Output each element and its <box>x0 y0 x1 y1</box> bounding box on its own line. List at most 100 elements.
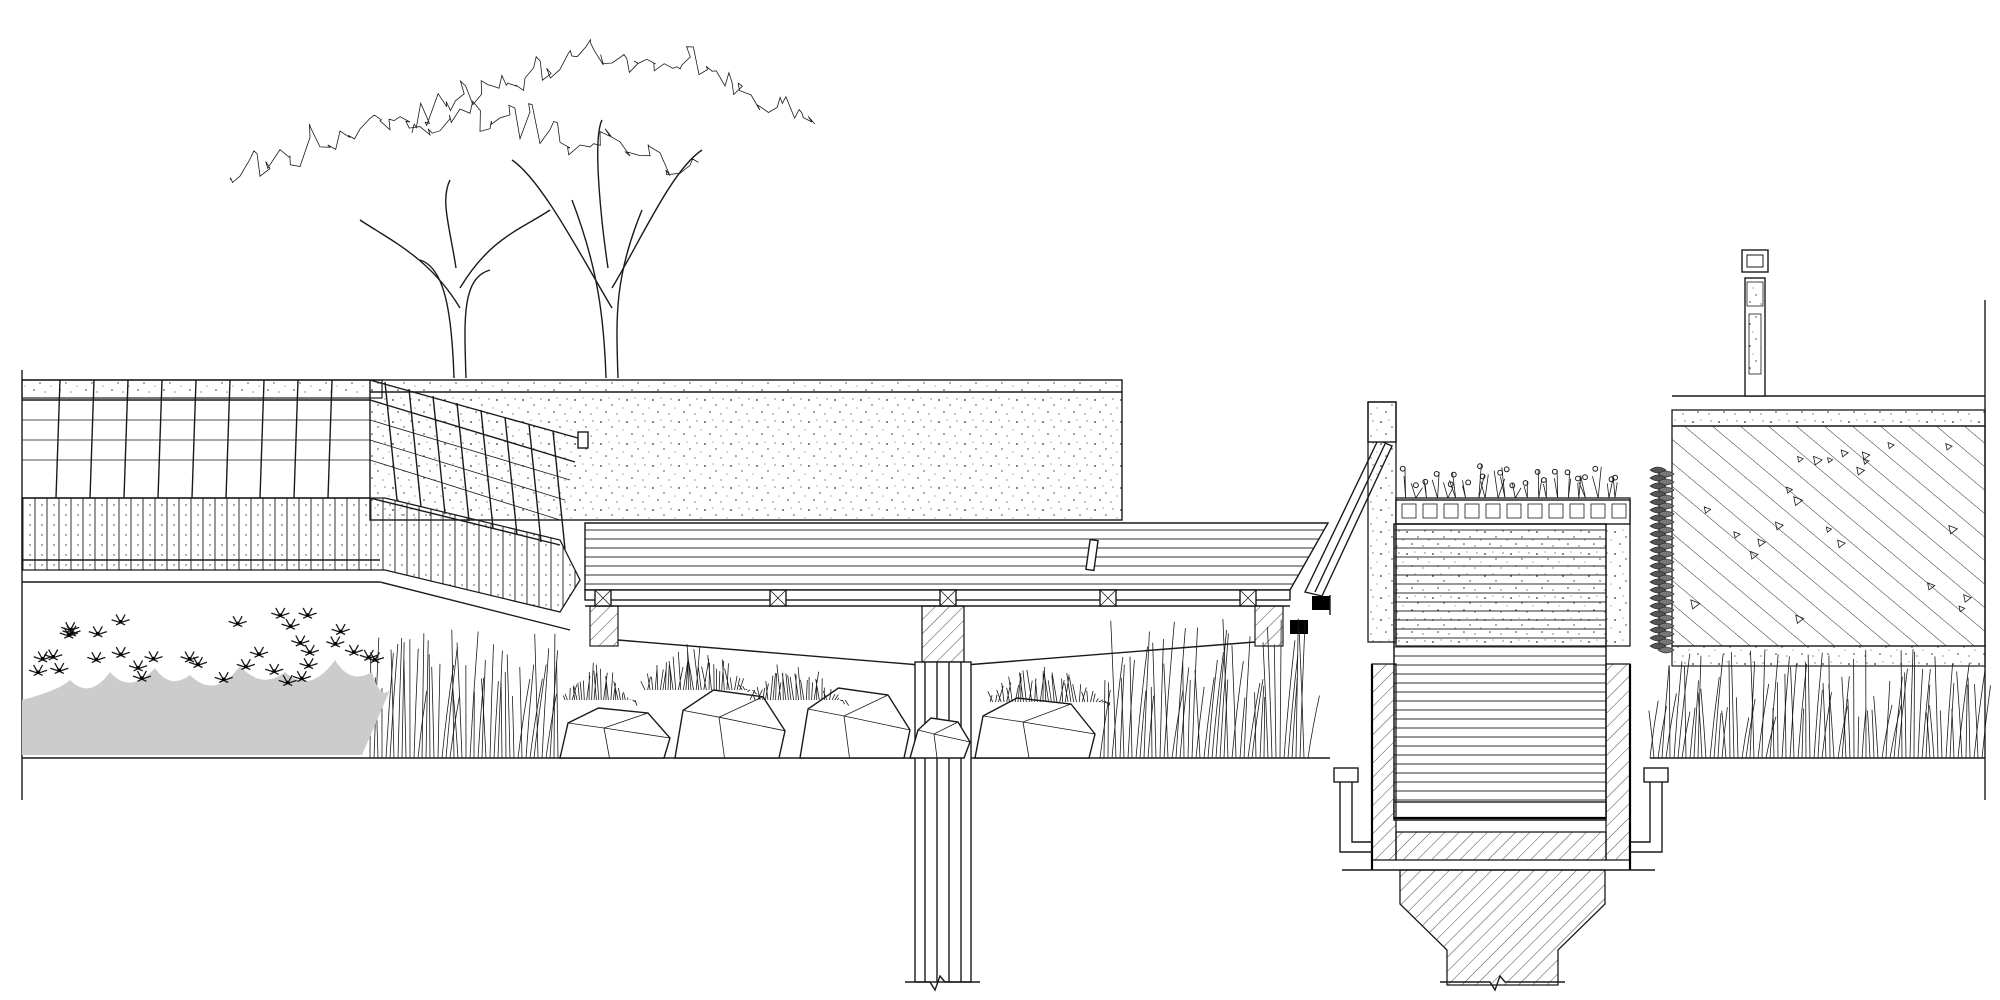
reed-blade <box>500 681 503 759</box>
reed-blade <box>1841 676 1847 759</box>
reed-blade <box>525 664 535 759</box>
flower-center <box>151 656 156 661</box>
planter-plant-bloom <box>1522 480 1529 486</box>
flower <box>214 671 233 684</box>
reed-blade <box>1841 676 1850 759</box>
reed-blade <box>1171 689 1184 759</box>
aggregate-triangle <box>1862 458 1870 465</box>
aggregate-triangle <box>1813 455 1823 466</box>
planter-plant <box>1512 483 1522 499</box>
reed-blade <box>1784 673 1787 759</box>
reed-blade <box>1231 645 1237 759</box>
flower <box>291 635 310 647</box>
aggregate-triangle <box>1690 599 1701 610</box>
aggregate-triangle <box>1757 538 1767 548</box>
aggregate-triangle <box>1733 531 1741 539</box>
planter-plant-bloom <box>1447 481 1454 488</box>
reed-blade <box>428 654 431 759</box>
reed-blade <box>1904 672 1907 759</box>
railing-rail <box>22 459 561 521</box>
flower-center <box>244 664 248 669</box>
tree-trunk <box>616 209 643 379</box>
coping-block <box>1401 503 1417 519</box>
reed-blade <box>1661 665 1670 759</box>
deck-joist-cross <box>594 589 612 607</box>
planter-plants <box>1399 463 1618 499</box>
reed-blade <box>1847 698 1851 759</box>
planter-plant <box>1553 469 1559 499</box>
railing-rail <box>22 399 576 463</box>
coping-block <box>1590 503 1606 519</box>
reed-blade <box>1143 631 1150 759</box>
railing-post <box>259 379 265 499</box>
reed-blade <box>1307 695 1320 759</box>
deck-joist-cross <box>939 589 957 607</box>
boulder <box>974 697 1096 759</box>
reed-blade <box>1873 696 1879 759</box>
reed-blade <box>1295 618 1299 759</box>
reed-blade <box>1263 697 1266 759</box>
railing-post <box>89 379 95 499</box>
planter-plant-bloom <box>1479 473 1486 480</box>
bollard-light <box>1741 249 1769 397</box>
boulder-facet <box>603 727 671 739</box>
planter-plant <box>1577 476 1582 499</box>
planter-plant <box>1606 477 1614 499</box>
reed-blade <box>489 644 494 759</box>
planter-plant-bloom <box>1575 475 1581 482</box>
reed-blade <box>1119 664 1125 759</box>
flower-center <box>67 633 71 637</box>
flower-center <box>352 650 356 654</box>
boulder-outline <box>974 697 1096 759</box>
flower-center <box>94 657 99 662</box>
grey-grass-mass <box>22 660 390 755</box>
reed-blade <box>1801 708 1804 759</box>
planter-plant-bloom <box>1477 463 1483 470</box>
shrub-clump <box>987 666 1111 707</box>
reed-blade <box>1175 628 1186 759</box>
reed-blade <box>541 648 550 759</box>
planter-plant-bloom <box>1564 469 1571 476</box>
coping-block <box>1422 503 1438 519</box>
railing-post <box>504 416 518 536</box>
railing-rail <box>22 439 566 501</box>
flower <box>111 614 130 626</box>
reed-blade <box>1945 664 1953 759</box>
flower <box>299 657 318 670</box>
flower <box>271 607 290 619</box>
coping-block <box>1443 503 1459 519</box>
flower <box>28 664 48 676</box>
railing-post <box>123 379 129 499</box>
reed-blade <box>1163 621 1175 759</box>
flower <box>365 652 385 664</box>
planter-plant <box>1567 470 1572 499</box>
planter-plant <box>1480 474 1489 499</box>
flower <box>128 660 148 672</box>
flower <box>144 651 163 663</box>
reed-blade <box>1949 682 1955 759</box>
reed-blade <box>1867 710 1871 759</box>
reed-blade <box>1262 642 1269 759</box>
reed-blade <box>1861 707 1867 759</box>
planter-plant-bloom <box>1413 482 1419 489</box>
planter-plant <box>1500 467 1506 499</box>
deck-sign-post <box>1085 538 1099 572</box>
boulder-facet <box>718 717 725 759</box>
reed-blade <box>1889 703 1902 759</box>
aggregate-triangle <box>1749 550 1759 560</box>
planter-plant <box>1592 466 1602 499</box>
planter-plant <box>1431 471 1440 499</box>
reed-blade <box>1120 678 1125 759</box>
aggregate-triangle <box>1825 526 1833 533</box>
reed-blade <box>401 642 405 759</box>
aggregate-triangle <box>1945 443 1953 451</box>
flower-center <box>257 652 261 656</box>
reed-blade <box>1721 710 1727 759</box>
planter-plant-bloom <box>1534 469 1541 475</box>
boulder-facet <box>718 716 786 732</box>
planter-plant <box>1462 480 1466 499</box>
tree-crown <box>411 38 816 133</box>
reed-blade <box>403 658 407 759</box>
railing-post <box>225 379 231 499</box>
flower-center <box>308 650 312 655</box>
